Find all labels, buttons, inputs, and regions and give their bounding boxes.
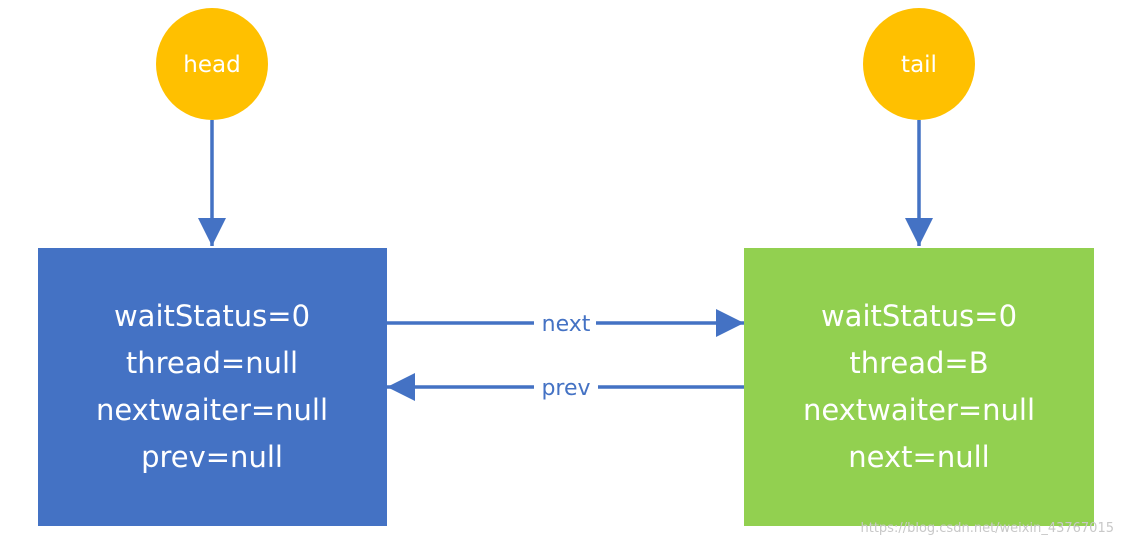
head-node-box — [38, 248, 387, 526]
tail-node-line-4: next=null — [848, 440, 989, 474]
tail-pointer: tail — [863, 8, 975, 120]
tail-pointer-circle — [863, 8, 975, 120]
next-edge-label-bg — [534, 308, 596, 336]
prev-edge-label-bg — [534, 372, 598, 400]
head-pointer-label: head — [183, 52, 240, 78]
tail-node-box — [744, 248, 1094, 526]
next-edge-label: next — [542, 312, 591, 337]
head-pointer-circle — [156, 8, 268, 120]
tail-node-line-1: waitStatus=0 — [821, 299, 1017, 333]
head-node-line-2: thread=null — [126, 346, 298, 380]
tail-pointer-label: tail — [901, 52, 937, 78]
head-node-line-1: waitStatus=0 — [114, 299, 310, 333]
head-node-line-4: prev=null — [141, 440, 283, 474]
watermark-text: https://blog.csdn.net/weixin_43767015 — [860, 521, 1114, 536]
head-node-line-3: nextwaiter=null — [96, 393, 328, 427]
tail-node-line-2: thread=B — [849, 346, 988, 380]
head-pointer: head — [156, 8, 268, 120]
tail-node-line-3: nextwaiter=null — [803, 393, 1035, 427]
head-node: waitStatus=0 thread=null nextwaiter=null… — [38, 248, 387, 526]
tail-node: waitStatus=0 thread=B nextwaiter=null ne… — [744, 248, 1094, 526]
prev-edge-label: prev — [541, 376, 590, 401]
